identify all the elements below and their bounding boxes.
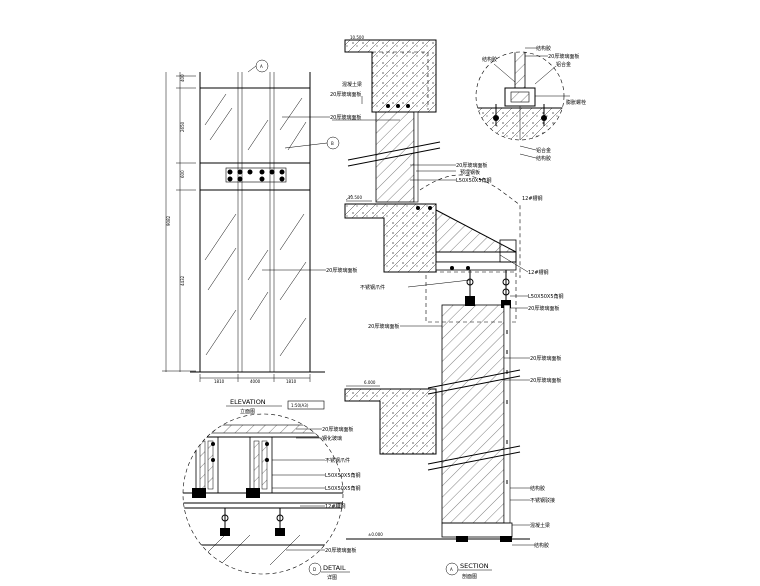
sec-label-17: 结构胶 [534,542,549,549]
detail-drawing: 20厚玻璃面板 钢化玻璃 不锈钢爪件 L50X50X5角钢 L50X50X5角钢… [182,413,361,581]
top-right-detail: 结构胶 20厚玻璃面板 结构胶 铝合金 膨胀螺栓 铝合金 结构胶 [475,45,586,162]
dim-h-2: 4000 [250,379,261,384]
section-subtitle: 剖面图 [462,573,477,580]
sec-label-7: 12#槽钢 [528,269,549,276]
dim-400: 400 [180,74,185,82]
sec-label-14: 结构胶 [530,485,545,492]
sec-label-9: L50X50X5角钢 [528,293,564,300]
detail-title: DETAIL [323,564,346,572]
detail-subtitle: 详图 [327,574,337,581]
elevation-scale: 1:50(A3) [291,403,309,408]
detail-label-3: 不锈钢爪件 [325,457,350,464]
top-label-7: 结构胶 [536,155,551,162]
elevation-drawing: 400 2650 600 9082 4432 [162,59,361,415]
elev-label-2: 20厚玻璃面板 [326,267,357,274]
detail-label-7: 20厚玻璃面板 [325,547,356,554]
level-10500: 10.500 [350,35,364,40]
detail-marker-circle [308,562,322,576]
sec-label-2: 20厚玻璃面板 [330,91,361,98]
grid-mark-a: A [260,64,263,69]
scale-box [287,400,325,410]
sec-label-11: 20厚玻璃面板 [368,323,399,330]
detail-label-4: L50X50X5角钢 [325,472,361,479]
sec-label-6: 12#槽钢 [522,195,543,202]
sec-label-3: 20厚玻璃面板 [456,162,487,169]
section-title: SECTION [460,562,489,570]
top-label-1: 结构胶 [536,45,551,52]
detail-label-1: 20厚玻璃面板 [322,426,353,433]
dim-h-1: 1810 [214,379,225,384]
top-label-2: 20厚玻璃面板 [548,53,579,60]
level-6000: 6.000 [364,380,376,385]
top-label-6: 铝合金 [536,147,551,154]
top-label-3: 结构胶 [482,56,497,63]
detail-circle [182,413,344,575]
sec-label-13: 20厚玻璃面板 [530,377,561,384]
top-label-5: 膨胀螺栓 [566,99,586,106]
dim-9082: 9082 [166,215,171,226]
section-labels: 混凝土梁 20厚玻璃面板 20厚玻璃面板 L50X50X5角钢 预埋钢板 12#… [330,81,564,549]
section-drawing: 10.500 10.500 [330,35,564,580]
elev-label-1: 20厚玻璃面板 [330,114,361,121]
dim-h-3: 1810 [286,379,297,384]
sec-label-10: 20厚玻璃面板 [528,305,559,312]
sec-label-16: 混凝土梁 [530,522,550,529]
dim-600: 600 [180,170,185,178]
grid-mark-b: B [331,141,334,146]
level-0: ±0.000 [368,532,383,537]
dim-2650: 2650 [180,121,185,132]
detail-label-2: 钢化玻璃 [322,435,342,442]
detail-label-6: 12#槽钢 [325,503,346,510]
sec-label-1: 混凝土梁 [342,81,362,88]
sec-label-15: 不锈钢驳接 [530,497,555,504]
dim-4432: 4432 [180,275,185,286]
sec-label-8: 不锈钢爪件 [360,284,385,291]
elevation-title: ELEVATION [230,398,266,406]
elevation-subtitle: 立面图 [240,408,255,415]
section-marker-circle [445,562,459,576]
sec-label-4: L50X50X5角钢 [456,177,492,184]
level-10500-mid: 10.500 [348,195,362,200]
detail-marker: D [313,567,316,572]
sec-label-5: 预埋钢板 [460,169,480,176]
spider-fittings-row [225,167,287,183]
top-label-4: 铝合金 [556,61,571,68]
detail-label-5: L50X50X5角钢 [325,485,361,492]
sec-label-12: 20厚玻璃面板 [530,355,561,362]
section-marker: A [450,567,453,572]
